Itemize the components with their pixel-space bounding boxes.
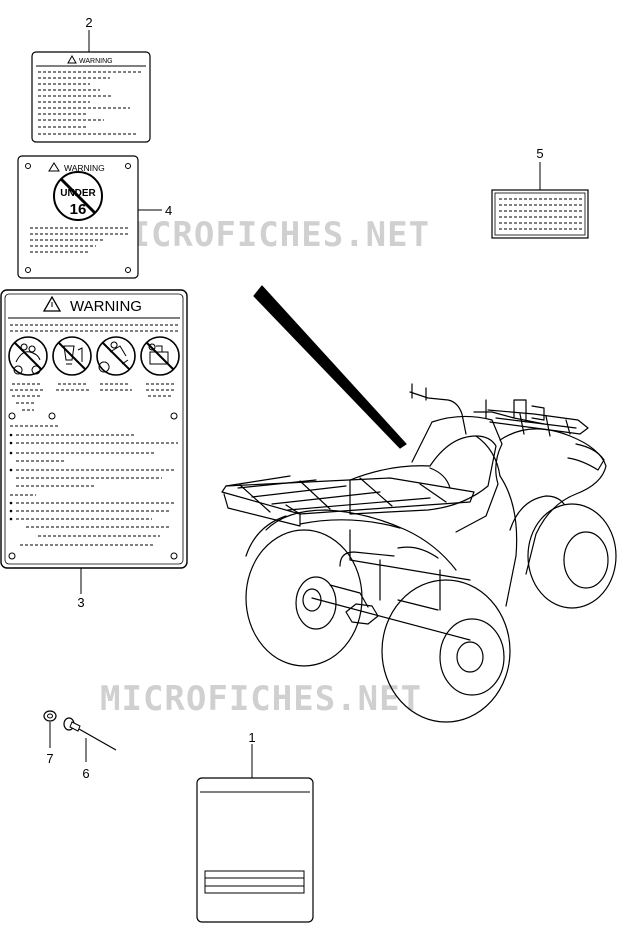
warning-triangle-icon <box>42 295 62 312</box>
watermark-upper: MICROFICHES.NET <box>108 215 430 255</box>
callout-number: 4 <box>165 203 172 218</box>
part-1-label[interactable] <box>196 777 314 923</box>
watermark-lower: MICROFICHES.NET <box>100 679 422 719</box>
callout-7[interactable]: 7 <box>46 722 54 766</box>
part-3-title: WARNING <box>70 298 142 315</box>
callout-6[interactable]: 6 <box>82 738 90 781</box>
warning-triangle-icon <box>48 162 60 172</box>
under-16-number: 16 <box>70 201 87 218</box>
warning-triangle-icon <box>67 54 77 64</box>
part-7-washer[interactable] <box>43 710 57 722</box>
callout-number: 1 <box>248 730 255 745</box>
under-16-prohibition-icon: UNDER 16 <box>53 171 103 221</box>
callout-number: 2 <box>85 15 92 30</box>
no-wheelie-icon <box>96 336 136 376</box>
part-4-under16-label[interactable]: WARNING UNDER 16 <box>17 155 139 279</box>
no-drinking-icon <box>52 336 92 376</box>
callout-4[interactable]: 4 <box>138 203 172 218</box>
part-4-title: WARNING <box>64 163 105 173</box>
callout-number: 6 <box>82 766 89 781</box>
callout-1[interactable]: 1 <box>248 730 256 778</box>
atv-illustration <box>221 285 617 723</box>
no-passenger-icon <box>8 336 48 376</box>
rivet-hole-icon <box>125 163 131 169</box>
no-drugs-icon <box>140 336 180 376</box>
under-16-top-text: UNDER <box>60 188 96 199</box>
callout-number: 5 <box>536 146 543 161</box>
rivet-hole-icon <box>25 163 31 169</box>
callout-5[interactable]: 5 <box>536 146 544 190</box>
callout-number: 3 <box>77 595 84 610</box>
part-5-label[interactable] <box>491 189 589 239</box>
part-2-title: WARNING <box>79 58 113 65</box>
part-3-warning-label[interactable]: WARNING <box>0 289 188 569</box>
part-2-text-lines <box>38 71 142 135</box>
part-6-rivet[interactable] <box>63 717 117 751</box>
callout-3[interactable]: 3 <box>77 568 85 610</box>
label-location-pointer <box>253 285 407 449</box>
part-3-text-lines <box>8 383 178 560</box>
part-5-text-lines <box>499 198 582 230</box>
part-4-text-lines <box>30 227 130 253</box>
rivet-hole-icon <box>25 267 31 273</box>
part-2-warning-label[interactable]: WARNING <box>31 51 151 143</box>
rivet-hole-icon <box>125 267 131 273</box>
callout-2[interactable]: 2 <box>85 15 93 52</box>
callout-number: 7 <box>46 751 53 766</box>
